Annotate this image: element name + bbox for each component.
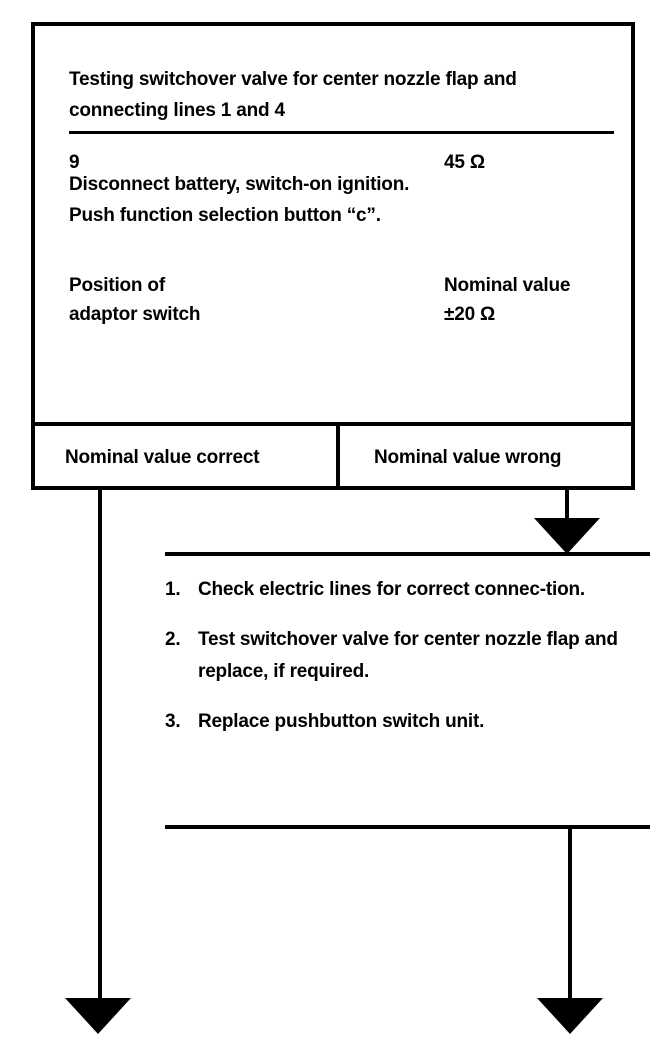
remedy-steps-block: 1. Check electric lines for correct conn… bbox=[165, 552, 650, 738]
step-text: Test switchover valve for center nozzle … bbox=[198, 629, 618, 682]
connector-right-upper bbox=[565, 490, 569, 526]
step-number: 3. bbox=[165, 711, 181, 732]
instruction-line-1: Disconnect battery, switch-on ignition. bbox=[69, 174, 410, 195]
table-header-row-2: adaptor switch ±20 Ω bbox=[69, 300, 614, 329]
table-divider-rule bbox=[69, 131, 614, 134]
arrow-down-right-exit-icon bbox=[537, 998, 603, 1034]
list-item: 2. Test switchover valve for center nozz… bbox=[165, 624, 650, 688]
step-text: Check electric lines for correct connec-… bbox=[198, 579, 585, 600]
measurement-table: Position of Nominal value adaptor switch… bbox=[69, 271, 614, 329]
step-number: 2. bbox=[165, 629, 181, 650]
test-heading: Testing switchover valve for center nozz… bbox=[69, 69, 517, 121]
table-row: 9 45 Ω bbox=[69, 148, 614, 177]
arrow-down-to-steps-icon bbox=[534, 518, 600, 554]
header-position-line-2: adaptor switch bbox=[69, 304, 201, 325]
step-text: Replace pushbutton switch unit. bbox=[198, 711, 485, 732]
test-instructions: Disconnect battery, switch-on ignition. … bbox=[69, 169, 609, 231]
cell-nominal-value: 45 Ω bbox=[444, 152, 485, 173]
outcome-correct-cell[interactable]: Nominal value correct bbox=[31, 422, 336, 490]
arrow-down-left-exit-icon bbox=[65, 998, 131, 1034]
steps-bottom-rule bbox=[165, 825, 650, 829]
steps-top-rule bbox=[165, 552, 650, 556]
instruction-line-2: Push function selection button “c”. bbox=[69, 205, 381, 226]
header-position-line-1: Position of bbox=[69, 275, 165, 296]
step-number: 1. bbox=[165, 579, 181, 600]
cell-switch-position: 9 bbox=[69, 152, 80, 173]
outcome-correct-label: Nominal value correct bbox=[65, 447, 260, 468]
table-header-row: Position of Nominal value bbox=[69, 271, 614, 300]
outcome-strip: Nominal value correct Nominal value wron… bbox=[31, 422, 635, 490]
outcome-wrong-cell[interactable]: Nominal value wrong bbox=[336, 422, 635, 490]
list-item: 3. Replace pushbutton switch unit. bbox=[165, 706, 650, 738]
table-value-row: 9 45 Ω bbox=[69, 148, 614, 177]
header-nominal-line-2: ±20 Ω bbox=[444, 304, 496, 325]
test-procedure-box: Testing switchover valve for center nozz… bbox=[31, 22, 635, 490]
header-nominal-line-1: Nominal value bbox=[444, 275, 571, 296]
connector-left-long bbox=[98, 490, 102, 1002]
outcome-wrong-label: Nominal value wrong bbox=[374, 447, 562, 468]
connector-right-lower bbox=[568, 827, 572, 1002]
list-item: 1. Check electric lines for correct conn… bbox=[165, 574, 650, 606]
